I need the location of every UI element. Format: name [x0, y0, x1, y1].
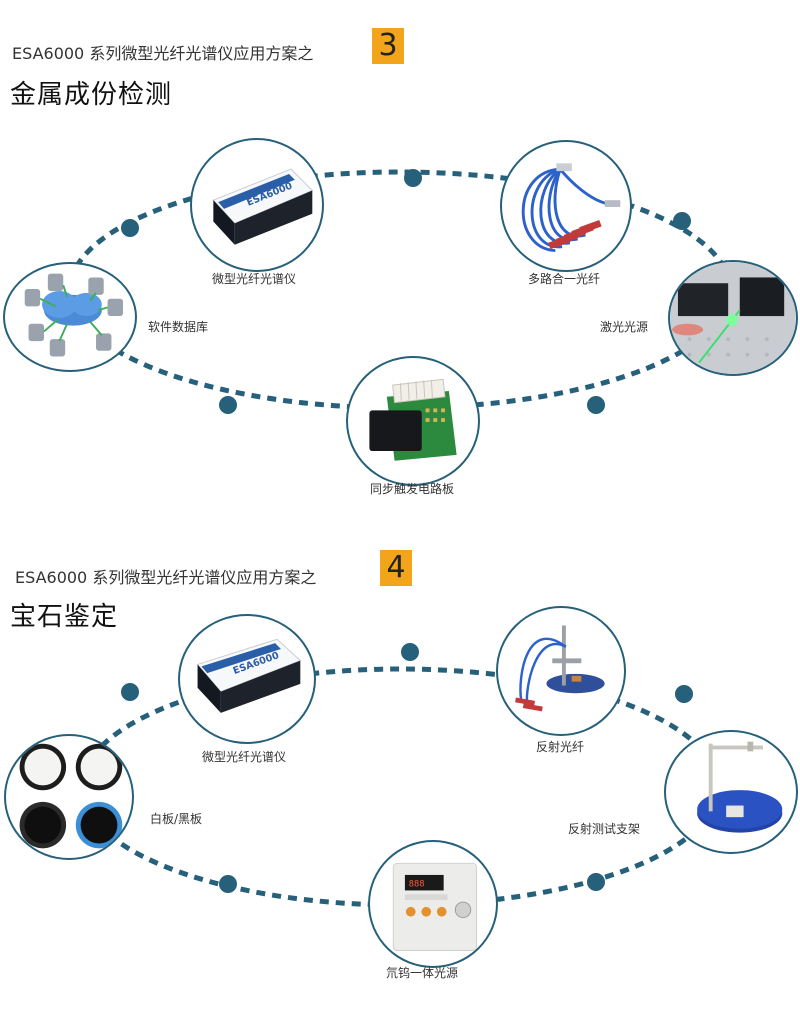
section-subtitle: ESA6000 系列微型光纤光谱仪应用方案之: [12, 44, 314, 63]
label-spectrometer: 微型光纤光谱仪: [202, 750, 287, 764]
light-source-node: 888: [368, 840, 498, 968]
label-light-source: 氘钨一体光源: [386, 966, 459, 980]
laser-node: [668, 260, 798, 376]
ring-dot: [121, 219, 139, 237]
ring-dot: [587, 396, 605, 414]
ring-dot: [401, 643, 419, 661]
ring-dot: [587, 873, 605, 891]
reflection-stand-image: [697, 741, 783, 833]
label-trigger-board: 同步触发电路板: [370, 482, 455, 496]
database-cloud-image: [24, 273, 123, 357]
white-black-boards-image: [19, 743, 123, 849]
solution-section-4: ESA6000 系列微型光纤光谱仪应用方案之 4 宝石鉴定 ESA6000 微型…: [0, 512, 800, 1012]
label-database: 软件数据库: [148, 320, 209, 334]
spectrometer-image: ESA6000: [212, 168, 314, 245]
section-subtitle: ESA6000 系列微型光纤光谱仪应用方案之: [15, 568, 317, 587]
reflection-fiber-node: [496, 606, 626, 736]
spectrometer-node: ESA6000: [178, 614, 316, 744]
svg-text:888: 888: [409, 880, 425, 890]
fiber-node: [500, 140, 632, 272]
label-spectrometer: 微型光纤光谱仪: [212, 272, 297, 286]
spectrometer-image: ESA6000: [196, 638, 302, 713]
label-fiber: 多路合一光纤: [528, 272, 601, 286]
trigger-board-image: [369, 378, 457, 461]
database-node: [3, 262, 137, 372]
reflection-fiber-image: [515, 625, 605, 712]
label-laser: 激光光源: [600, 320, 649, 334]
calibration-boards-node: [4, 734, 134, 860]
deuterium-tungsten-source-image: 888: [392, 862, 478, 951]
spectrometer-node: ESA6000: [190, 138, 324, 272]
ring-dot: [219, 875, 237, 893]
trigger-board-node: [346, 356, 480, 486]
section-title: 宝石鉴定: [10, 602, 119, 632]
reflection-stand-node: [664, 730, 798, 854]
fiber-bundle-image: [521, 163, 621, 253]
section-title: 金属成份检测: [10, 80, 173, 110]
laser-source-image: [670, 262, 796, 374]
ring-dot: [673, 212, 691, 230]
ring-dot: [219, 396, 237, 414]
solution-section-3: ESA6000 系列微型光纤光谱仪应用方案之 3 金属成份检测 ESA6000 …: [0, 0, 800, 500]
ring-dot: [675, 685, 693, 703]
section-number-badge: 4: [380, 550, 412, 586]
section-number-badge: 3: [372, 28, 404, 64]
label-reflection-fiber: 反射光纤: [536, 740, 585, 754]
ring-dot: [121, 683, 139, 701]
label-calibration-boards: 白板/黑板: [150, 812, 203, 826]
ring-dot: [404, 169, 422, 187]
label-reflection-stand: 反射测试支架: [568, 822, 641, 836]
